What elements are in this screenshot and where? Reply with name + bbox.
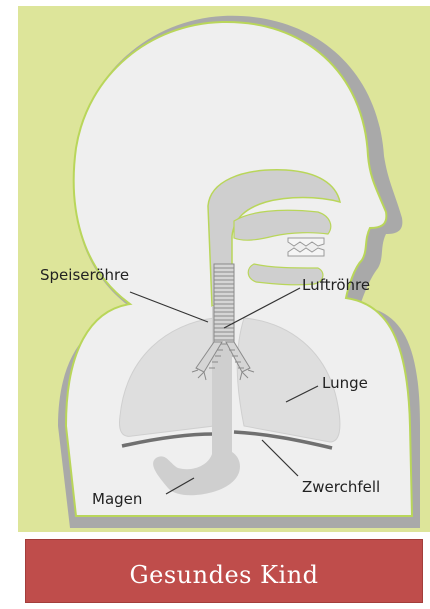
caption-title: Gesundes Kind xyxy=(129,561,318,589)
label-speiseroehre: Speiseröhre xyxy=(40,266,129,284)
label-zwerchfell: Zwerchfell xyxy=(302,478,380,496)
anatomy-diagram: Speiseröhre Luftröhre Lunge Zwerchfell M… xyxy=(18,6,430,532)
label-lunge: Lunge xyxy=(322,374,368,392)
label-luftroehre: Luftröhre xyxy=(302,276,370,294)
trachea xyxy=(214,264,234,344)
caption-banner: Gesundes Kind xyxy=(25,539,423,603)
label-magen: Magen xyxy=(92,490,142,508)
